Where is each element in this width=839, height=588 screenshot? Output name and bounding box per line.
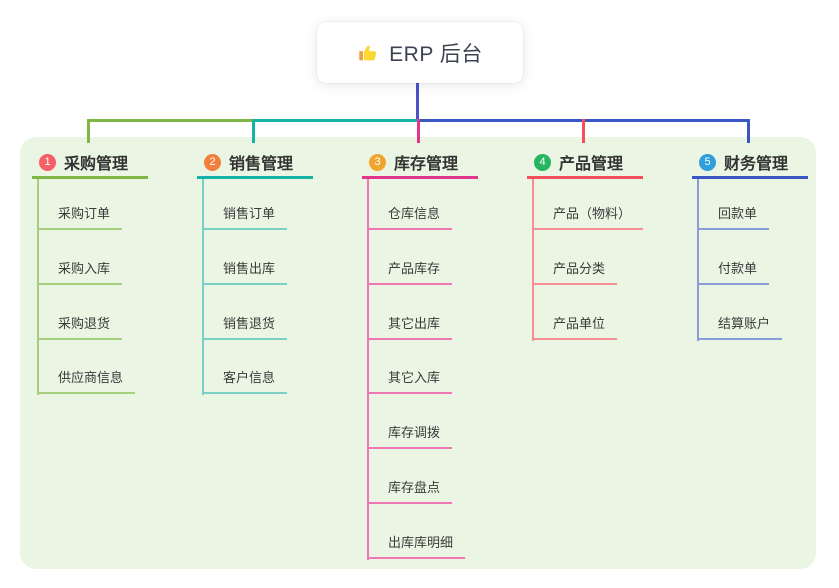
child-topic[interactable]: 客户信息	[202, 368, 288, 395]
thumbs-up-icon	[357, 42, 379, 64]
child-topic[interactable]: 销售出库	[202, 259, 288, 285]
child-topic[interactable]: 销售退货	[202, 314, 288, 340]
child-topic[interactable]: 回款单	[697, 204, 770, 230]
child-topic[interactable]: 出库库明细	[367, 533, 466, 559]
connector-drop-4	[582, 119, 585, 143]
child-topic[interactable]: 库存盘点	[367, 478, 453, 504]
branch-number-badge: 2	[204, 153, 221, 171]
child-topic[interactable]: 采购退货	[37, 314, 123, 340]
branch-child-spine	[532, 179, 534, 341]
child-topic[interactable]: 采购订单	[37, 204, 123, 230]
child-topic[interactable]: 采购入库	[37, 259, 123, 285]
child-topic[interactable]: 仓库信息	[367, 204, 453, 230]
connector-horizontal-2	[252, 119, 419, 122]
child-topic[interactable]: 其它出库	[367, 314, 453, 340]
branch-topic-1[interactable]: 1 采购管理	[32, 148, 148, 179]
child-topic[interactable]: 供应商信息	[37, 368, 136, 395]
branch-topic-5[interactable]: 5 财务管理	[692, 148, 808, 179]
child-topic[interactable]: 产品单位	[532, 314, 618, 340]
branch-number-badge: 5	[699, 153, 716, 171]
child-topic[interactable]: 库存调拨	[367, 423, 453, 450]
root-node-label: ERP 后台	[389, 42, 483, 66]
child-topic[interactable]: 产品分类	[532, 259, 618, 285]
branch-topic-label: 库存管理	[394, 156, 459, 173]
branches-panel	[20, 137, 816, 569]
connector-drop-5	[747, 119, 750, 143]
child-topic[interactable]: 结算账户	[697, 314, 783, 340]
root-connector-stem	[416, 83, 419, 121]
branch-topic-label: 产品管理	[559, 156, 624, 173]
child-topic[interactable]: 付款单	[697, 259, 770, 285]
connector-drop-1	[87, 119, 90, 143]
branch-number-badge: 1	[39, 153, 56, 171]
branch-topic-2[interactable]: 2 销售管理	[197, 148, 313, 179]
branch-child-spine	[37, 179, 39, 396]
branch-topic-4[interactable]: 4 产品管理	[527, 148, 643, 179]
branch-child-spine	[202, 179, 204, 396]
connector-drop-3	[417, 119, 420, 143]
branch-topic-label: 财务管理	[724, 156, 789, 173]
branch-number-badge: 4	[534, 153, 551, 171]
branch-topic-3[interactable]: 3 库存管理	[362, 148, 478, 179]
branch-topic-label: 销售管理	[229, 156, 294, 173]
branch-topic-label: 采购管理	[64, 156, 129, 173]
child-topic[interactable]: 产品库存	[367, 259, 453, 285]
child-topic[interactable]: 其它入库	[367, 368, 453, 395]
child-topic[interactable]: 销售订单	[202, 204, 288, 230]
branch-number-badge: 3	[369, 153, 386, 171]
connector-horizontal-1	[87, 119, 254, 122]
root-node[interactable]: ERP 后台	[317, 22, 523, 83]
branch-child-spine	[697, 179, 699, 341]
connector-drop-2	[252, 119, 255, 143]
child-topic[interactable]: 产品（物料）	[532, 204, 644, 230]
branch-child-spine	[367, 179, 369, 560]
